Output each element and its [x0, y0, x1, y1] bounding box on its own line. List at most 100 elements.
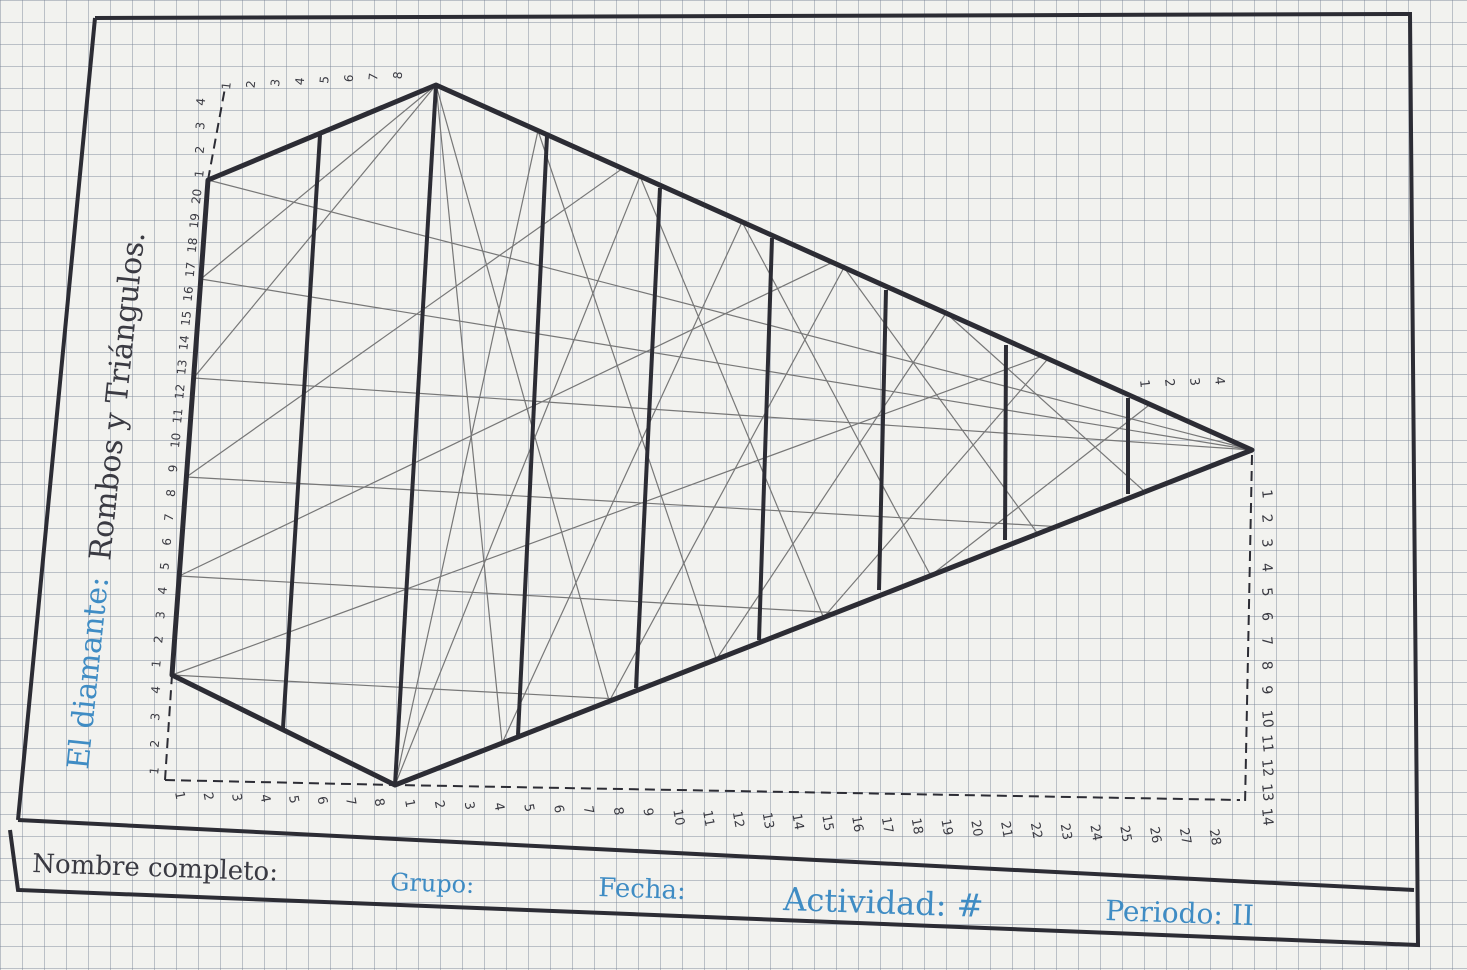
ruler-right-label: 10 — [1258, 709, 1276, 728]
ruler-left-label: 19 — [187, 212, 203, 229]
thin-diagonal — [945, 312, 1146, 493]
ruler-right-label: 4 — [1258, 562, 1275, 573]
thin-diagonal — [435, 84, 610, 702]
ruler-left-label: 8 — [164, 488, 179, 497]
ruler-bottom-label: 21 — [997, 820, 1015, 839]
ruler-right-label: 6 — [1258, 611, 1275, 622]
rhombus-column-line — [281, 134, 322, 729]
ruler-bottom-label: 7 — [342, 796, 358, 807]
ruler-right-label: 5 — [1258, 587, 1275, 598]
tip-mark-label: 1 — [1136, 379, 1152, 389]
ruler-bottom-label: 6 — [314, 795, 330, 806]
ruler-right-label: 1 — [1258, 489, 1275, 500]
rhombus-column-line — [516, 135, 549, 736]
dashed-axis-right — [1244, 454, 1253, 806]
ruler-bottom-label: 7 — [580, 805, 596, 816]
ruler-bottom-label: 16 — [848, 815, 866, 834]
rhombus-columns — [281, 84, 1130, 786]
thin-diagonal — [207, 179, 1253, 451]
ruler-left-label: 18 — [185, 237, 201, 254]
ruler-bottom-label: 24 — [1086, 823, 1104, 842]
ruler-left-label: 13 — [174, 359, 190, 376]
ruler-right-label: 7 — [1258, 636, 1275, 647]
ruler-bottom-label: 5 — [285, 794, 301, 805]
ruler-bottom-label: 22 — [1027, 821, 1045, 840]
ruler-bottom-label: 19 — [937, 818, 955, 837]
ruler-bottom-label: 4 — [257, 793, 273, 804]
period-label: Periodo: II — [1105, 894, 1255, 932]
dashed-axis-left — [164, 674, 173, 781]
ruler-top-label: 4 — [293, 77, 308, 86]
title: El diamante: Rombos y Triángulos. — [61, 230, 152, 771]
ruler-right-label: 13 — [1258, 783, 1276, 802]
thin-diagonal — [179, 575, 836, 614]
ruler-left-label: 6 — [160, 537, 175, 546]
ruler-bottom-label: 8 — [371, 797, 387, 808]
ruler-bottom-label: 27 — [1176, 827, 1194, 846]
ruler-right-label: 3 — [1258, 538, 1275, 549]
footer-divider — [17, 818, 1415, 892]
ruler-left-label: 7 — [162, 513, 177, 522]
thin-diagonal — [186, 476, 1057, 528]
rhombus-column-line — [393, 84, 438, 786]
title-rest: Rombos y Triángulos. — [83, 230, 152, 562]
ruler-left-label: 16 — [181, 286, 197, 303]
ruler-left-label: 17 — [183, 261, 199, 278]
tip-mark-label: 3 — [1186, 377, 1202, 387]
thin-diagonal — [501, 221, 743, 744]
ruler-bottom-label: 10 — [669, 808, 687, 827]
thin-diagonal — [537, 130, 717, 660]
ruler-left-label: 12 — [172, 383, 188, 400]
ruler-right-label: 2 — [1258, 513, 1275, 524]
thin-diagonal — [930, 403, 1151, 577]
ruler-left-label: 3 — [193, 121, 208, 130]
ruler-right-label: 8 — [1258, 660, 1275, 671]
ruler-bottom-label: 6 — [550, 804, 566, 815]
left-margin-line — [16, 17, 97, 821]
thin-diagonal — [435, 84, 503, 744]
ruler-right-label: 14 — [1258, 807, 1276, 826]
ruler-left-label: 5 — [157, 562, 172, 571]
ruler-bottom-label: 1 — [401, 798, 417, 809]
tip-mark-label: 2 — [1161, 378, 1177, 388]
ruler-bottom-label: 25 — [1116, 824, 1134, 843]
thin-diagonal — [639, 176, 825, 618]
thin-diagonal — [715, 312, 947, 660]
diamond-outline — [169, 82, 1255, 788]
ruler-left-label: 4 — [155, 586, 170, 595]
group-label: Grupo: — [390, 868, 475, 899]
ruler-bottom-label: 2 — [431, 799, 447, 810]
ruler-bottom-label: 12 — [729, 810, 747, 829]
ruler-left-label: 11 — [170, 408, 186, 425]
dashed-axis-top — [207, 87, 226, 181]
ruler-bottom-label: 15 — [818, 813, 836, 832]
ruler-bottom-label: 28 — [1206, 828, 1224, 847]
thin-diagonal — [741, 221, 932, 576]
activity-label: Actividad: # — [782, 880, 984, 925]
ruler-top-label: 2 — [244, 80, 259, 89]
ruler-bottom-label: 5 — [520, 802, 536, 813]
thin-diagonal — [186, 167, 623, 478]
rhombus-column-line — [877, 289, 888, 591]
ruler-bottom-label: 3 — [461, 800, 477, 811]
ruler-bottom-label: 26 — [1146, 826, 1164, 845]
ruler-right-label: 11 — [1258, 734, 1276, 753]
ruler-left-label: 4 — [149, 685, 164, 694]
thin-diagonal — [394, 130, 539, 786]
thin-diagonal — [394, 176, 641, 786]
ruler-bottom-label: 11 — [699, 809, 717, 828]
ruler-right-label: 9 — [1258, 685, 1275, 696]
title-prefix: El diamante: — [61, 575, 116, 771]
ruler-left-label: 4 — [194, 97, 209, 106]
thin-diagonal — [171, 674, 616, 700]
ruler-left-label: 10 — [168, 432, 184, 449]
ruler-right-label: 12 — [1258, 758, 1276, 777]
thin-diagonal — [823, 358, 1049, 618]
ruler-left-label: 20 — [189, 188, 205, 205]
